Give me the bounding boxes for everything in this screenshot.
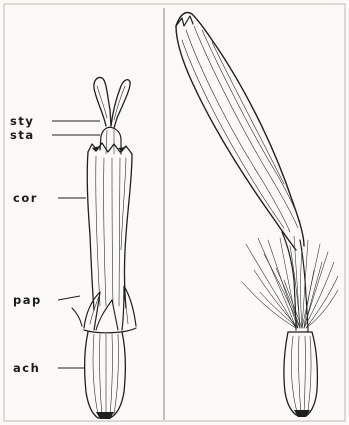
stamens-label: sta	[10, 128, 35, 142]
corolla-label: cor	[13, 191, 38, 205]
corolla	[87, 143, 132, 310]
style-branches	[94, 77, 130, 128]
ray-achene	[284, 332, 317, 417]
achene-label: ach	[13, 361, 40, 375]
pappus-label: pap	[13, 293, 42, 307]
style-label: sty	[10, 114, 34, 128]
labeled-disk-floret: sty sta cor pap ach	[10, 77, 136, 419]
ray-pappus-bristles	[242, 236, 338, 328]
pappus-leader	[58, 296, 80, 300]
ray-floret	[176, 13, 338, 418]
pappus	[72, 286, 136, 333]
ligule	[176, 13, 304, 251]
achene	[85, 332, 126, 419]
figure-border	[4, 4, 345, 421]
